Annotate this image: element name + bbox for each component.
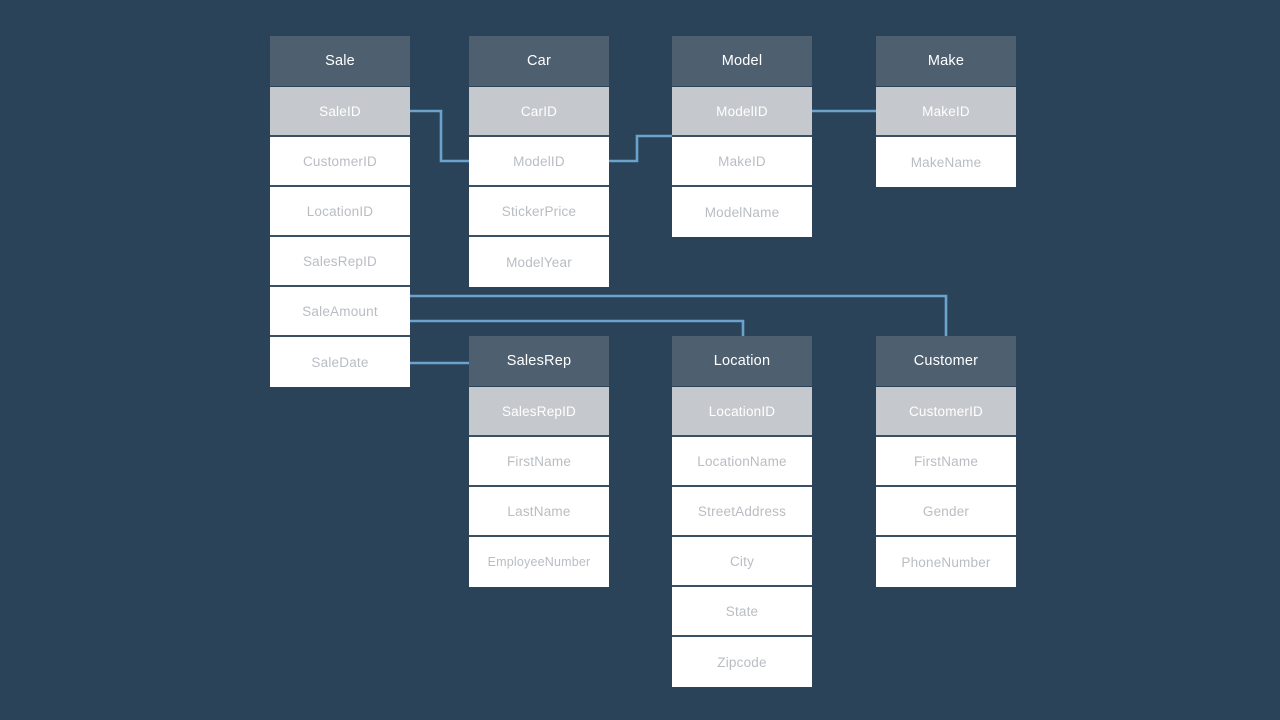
entity-car-title: Car [469,36,609,87]
entity-sale-field-saledate[interactable]: SaleDate [270,337,410,387]
connector-car-model [607,134,672,163]
entity-salesrep-field-firstname[interactable]: FirstName [469,437,609,487]
entity-salesrep-field-lastname[interactable]: LastName [469,487,609,537]
connector-sale-location [409,319,745,337]
entity-sale-field-locationid[interactable]: LocationID [270,187,410,237]
entity-make-title: Make [876,36,1016,87]
entity-location-field-state[interactable]: State [672,587,812,637]
entity-model-title: Model [672,36,812,87]
entity-sale-title: Sale [270,36,410,87]
entity-customer-field-phonenumber[interactable]: PhoneNumber [876,537,1016,587]
entity-location-field-locationname[interactable]: LocationName [672,437,812,487]
entity-car-field-stickerprice[interactable]: StickerPrice [469,187,609,237]
entity-location-field-city[interactable]: City [672,537,812,587]
entity-car-field-modelyear[interactable]: ModelYear [469,237,609,287]
entity-location-field-zipcode[interactable]: Zipcode [672,637,812,687]
entity-model-field-makeid[interactable]: MakeID [672,137,812,187]
entity-make[interactable]: Make MakeID MakeName [876,36,1016,187]
entity-sale-field-customerid[interactable]: CustomerID [270,137,410,187]
entity-car-field-carid[interactable]: CarID [469,87,609,137]
entity-car[interactable]: Car CarID ModelID StickerPrice ModelYear [469,36,609,287]
entity-sale-field-saleid[interactable]: SaleID [270,87,410,137]
entity-sale[interactable]: Sale SaleID CustomerID LocationID SalesR… [270,36,410,387]
entity-car-field-modelid[interactable]: ModelID [469,137,609,187]
entity-salesrep-field-employeenumber[interactable]: EmployeeNumber [469,537,609,587]
entity-location-field-streetaddress[interactable]: StreetAddress [672,487,812,537]
connector-sale-car [408,109,471,163]
entity-salesrep-title: SalesRep [469,336,609,387]
entity-model-field-modelname[interactable]: ModelName [672,187,812,237]
connector-sale-customer [409,294,948,337]
entity-location[interactable]: Location LocationID LocationName StreetA… [672,336,812,687]
entity-customer-field-firstname[interactable]: FirstName [876,437,1016,487]
entity-sale-field-saleamount[interactable]: SaleAmount [270,287,410,337]
entity-customer-title: Customer [876,336,1016,387]
entity-make-field-makeid[interactable]: MakeID [876,87,1016,137]
entity-sale-field-salesrepid[interactable]: SalesRepID [270,237,410,287]
entity-make-field-makename[interactable]: MakeName [876,137,1016,187]
entity-model-field-modelid[interactable]: ModelID [672,87,812,137]
entity-customer[interactable]: Customer CustomerID FirstName Gender Pho… [876,336,1016,587]
entity-location-field-locationid[interactable]: LocationID [672,387,812,437]
entity-customer-field-gender[interactable]: Gender [876,487,1016,537]
entity-salesrep[interactable]: SalesRep SalesRepID FirstName LastName E… [469,336,609,587]
entity-location-title: Location [672,336,812,387]
entity-model[interactable]: Model ModelID MakeID ModelName [672,36,812,237]
entity-salesrep-field-salesrepid[interactable]: SalesRepID [469,387,609,437]
entity-customer-field-customerid[interactable]: CustomerID [876,387,1016,437]
